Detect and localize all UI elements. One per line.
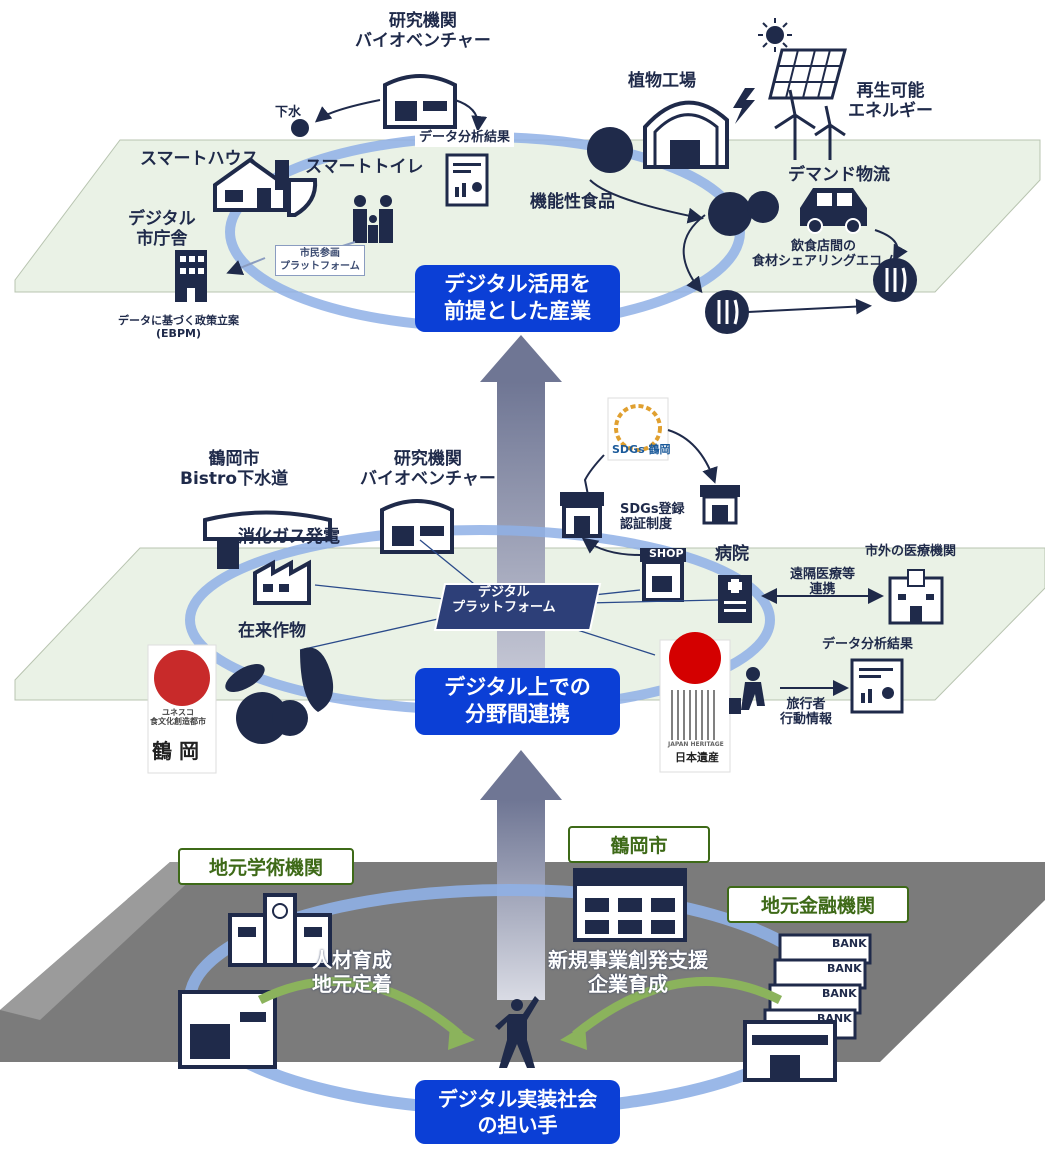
native-crops-label: 在来作物 [238, 621, 306, 641]
digital-city-hall-label: デジタル 市庁舎 [128, 209, 196, 249]
family-icon [353, 195, 393, 243]
top-research-label: 研究機関 バイオベンチャー [355, 11, 491, 51]
green-arrow-right [572, 976, 783, 1039]
tsuruoka-city-label: 鶴岡市 [568, 826, 710, 863]
crops-icon [225, 647, 334, 744]
research-building-icon [383, 74, 457, 129]
top-center-box: デジタル活用を 前提とした産業 [415, 265, 620, 332]
data-report-icon [445, 153, 489, 207]
city-hall-icon [175, 250, 207, 302]
lightning-icon [733, 88, 755, 124]
wind-turbine-icon [774, 89, 846, 160]
greenhouse-icon [643, 100, 729, 169]
unesco-tsuruoka-text: 鶴 岡 [152, 739, 199, 763]
bank-sign-3: BANK [822, 987, 857, 1000]
traveler-label: 旅行者 行動情報 [780, 697, 833, 727]
smart-toilet-label: スマートトイレ [305, 157, 424, 177]
bank-sign-2: BANK [827, 962, 862, 975]
sewage-icon [291, 119, 309, 137]
shop-sign-text: SHOP [649, 547, 684, 560]
citizen-platform-pill: 市民参画 プラットフォーム [275, 245, 365, 276]
traveler-icon [729, 667, 765, 714]
bank-sign-4: BANK [817, 1012, 852, 1025]
demand-logistics-label: デマンド物流 [788, 165, 890, 185]
shop-icon [640, 548, 686, 602]
platform-box [433, 583, 602, 631]
store-icon-2 [700, 485, 740, 525]
renewable-label: 再生可能 エネルギー [848, 81, 933, 121]
ebpm-label: データに基づく政策立案 (EBPM) [118, 314, 239, 340]
tsuruoka-bistro-label: 鶴岡市 Bistro下水道 [180, 449, 289, 489]
mid-research-label: 研究機関 バイオベンチャー [360, 449, 496, 489]
sewer-pipe-icon [203, 510, 332, 569]
new-business-label: 新規事業創発支援 企業育成 [548, 948, 708, 996]
sewage-label: 下水 [275, 105, 302, 120]
bank-sign-1: BANK [832, 937, 867, 950]
solar-panel-icon [768, 48, 847, 100]
data-report-icon-2 [850, 658, 904, 714]
bottom-center-box: デジタル実装社会 の担い手 [415, 1080, 620, 1144]
food-sharing-label: 飲食店間の 食材シェアリングエコノ [752, 239, 896, 269]
mid-data-analysis-label: データ分析結果 [822, 637, 914, 652]
delivery-car-icon [800, 188, 867, 234]
functional-food-label: 機能性食品 [530, 192, 615, 212]
unesco-small-text: ユネスコ 食文化創造都市 [150, 708, 206, 727]
academic-label: 地元学術機関 [178, 848, 354, 885]
outside-hospital-icon [888, 569, 944, 625]
sun-icon [758, 18, 792, 52]
plant-factory-label: 植物工場 [628, 71, 696, 91]
sdgs-logo-text: SDGs 鶴岡 [612, 443, 671, 456]
digestion-gas-label: 消化ガス発電 [238, 527, 340, 547]
middle-center-box: デジタル上での 分野間連携 [415, 668, 620, 735]
japan-heritage-text: 日本遺産 [675, 751, 719, 764]
restaurant-icon-2 [873, 258, 917, 302]
top-data-analysis-label: データ分析結果 [415, 130, 515, 147]
hospital-label: 病院 [715, 544, 749, 564]
japan-heritage-small-text: JAPAN HERITAGE [668, 741, 724, 748]
digital-platform-label: デジタル プラットフォーム [452, 585, 556, 615]
financial-label: 地元金融機関 [727, 886, 909, 923]
talent-label: 人材育成 地元定着 [312, 948, 392, 996]
factory-icon [253, 559, 311, 605]
smart-house-icon [213, 157, 287, 212]
academic-building-icon [228, 893, 332, 967]
city-office-icon [573, 868, 687, 942]
arrow-bottom-to-middle [480, 750, 562, 1000]
food-icon [708, 191, 779, 236]
bank-stack-icon [743, 933, 872, 1082]
green-arrow-left [257, 976, 463, 1039]
smart-house-label: スマートハウス [140, 149, 259, 169]
research-building-icon-2 [380, 499, 454, 554]
outside-medical-label: 市外の医療機関 [865, 544, 957, 559]
restaurant-icon-1 [705, 290, 749, 334]
telemedicine-label: 遠隔医療等 連携 [790, 567, 856, 597]
person-icon [495, 996, 539, 1068]
tomato-icon [587, 127, 633, 173]
campus-building-icon [178, 990, 277, 1069]
hospital-icon [718, 575, 752, 623]
toilet-icon [275, 160, 318, 217]
store-icon-1 [560, 492, 604, 538]
sdgs-cert-label: SDGs登録 認証制度 [620, 502, 685, 532]
